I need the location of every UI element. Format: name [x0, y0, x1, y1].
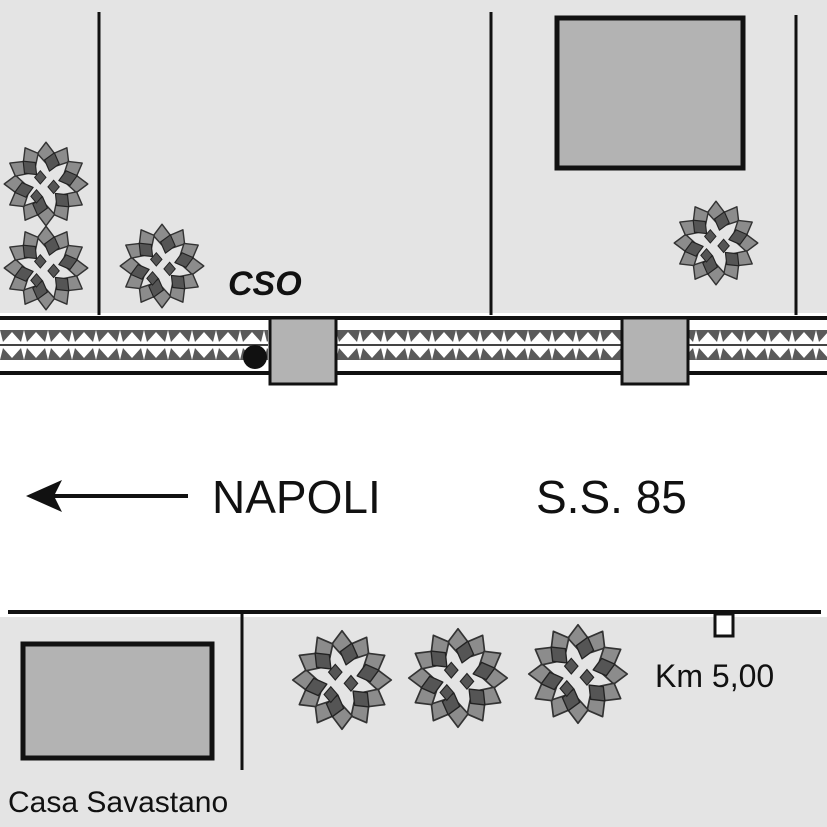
cso-label: CSO: [228, 265, 302, 303]
gate-pillar-left: [268, 316, 338, 386]
dot-marker-icon: [243, 345, 267, 369]
building-north: [554, 15, 746, 171]
hedge-strip: [0, 316, 827, 375]
gate-pillar-right: [620, 316, 690, 386]
house-label: Casa Savastano: [8, 786, 228, 819]
building-south: [20, 641, 215, 761]
km-marker-post: [713, 612, 735, 638]
road-label: S.S. 85: [536, 471, 687, 523]
km-marker-label: Km 5,00: [655, 658, 774, 694]
direction-label: NAPOLI: [212, 471, 381, 523]
property-lines-north: [97, 12, 798, 315]
arrow-left-icon: [26, 480, 188, 512]
